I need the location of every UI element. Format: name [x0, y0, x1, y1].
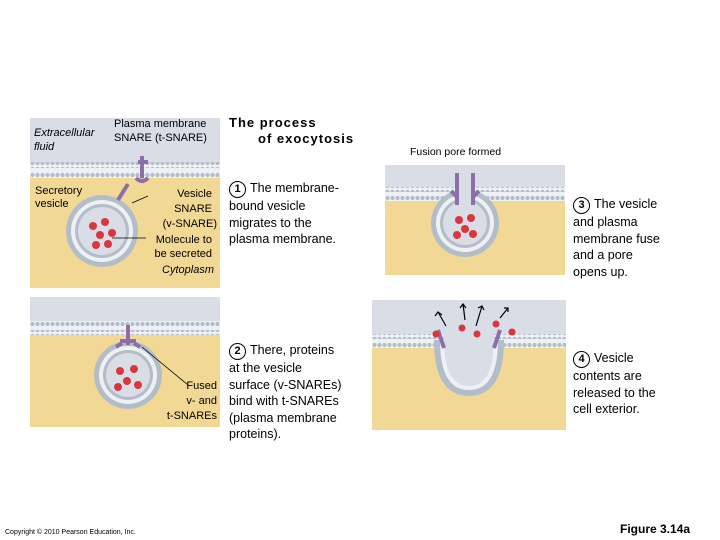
- v-snare-label-1: Vesicle: [177, 188, 212, 200]
- figure-number: Figure 3.14a: [620, 522, 691, 536]
- t-snare-label-1: Plasma membrane: [114, 118, 207, 130]
- panel-4-illustration: [372, 300, 566, 430]
- step-4-number: 4: [573, 351, 590, 368]
- v-snare-label-3: (v-SNARE): [162, 218, 217, 230]
- extracellular-region: [30, 118, 220, 163]
- fused-snares: [449, 173, 481, 205]
- title-line-2: of exocytosis: [258, 131, 355, 146]
- panel-1-illustration: [30, 118, 220, 288]
- molecule-label-1: Molecule to: [155, 234, 212, 246]
- fused-label-2: v- and: [186, 395, 217, 407]
- step-1-number: 1: [229, 181, 246, 198]
- panel-3-illustration: [385, 165, 565, 275]
- title-line-1: The process: [229, 115, 317, 130]
- extracellular-label-2: fluid: [34, 141, 55, 153]
- fusion-pore: [455, 185, 475, 203]
- fused-v-and-t-snares: [114, 325, 142, 349]
- fused-label-1: Fused: [186, 380, 217, 392]
- t-snare-label-2: SNARE (t-SNARE): [114, 132, 207, 144]
- molecule-dot: [89, 222, 97, 230]
- v-snare-label-2: SNARE: [174, 203, 212, 215]
- secretory-vesicle-label-2: vesicle: [35, 198, 69, 210]
- fusion-pore-label: Fusion pore formed: [410, 146, 502, 158]
- step-3-number: 3: [573, 197, 590, 214]
- v-snare: [116, 182, 130, 202]
- cytoplasm-label: Cytoplasm: [162, 264, 214, 276]
- molecule-label-2: be secreted: [154, 248, 212, 260]
- secretory-vesicle-label-1: Secretory: [35, 185, 83, 197]
- t-snare: [134, 156, 150, 183]
- step-2-number: 2: [229, 343, 246, 360]
- extracellular-label-1: Extracellular: [34, 127, 95, 139]
- copyright-text: Copyright © 2010 Pearson Education, Inc.: [5, 529, 136, 536]
- release-arrows: [434, 303, 509, 327]
- fused-label-3: t-SNAREs: [166, 410, 217, 422]
- released-molecule: [432, 330, 440, 338]
- panel-2-illustration: [30, 297, 220, 427]
